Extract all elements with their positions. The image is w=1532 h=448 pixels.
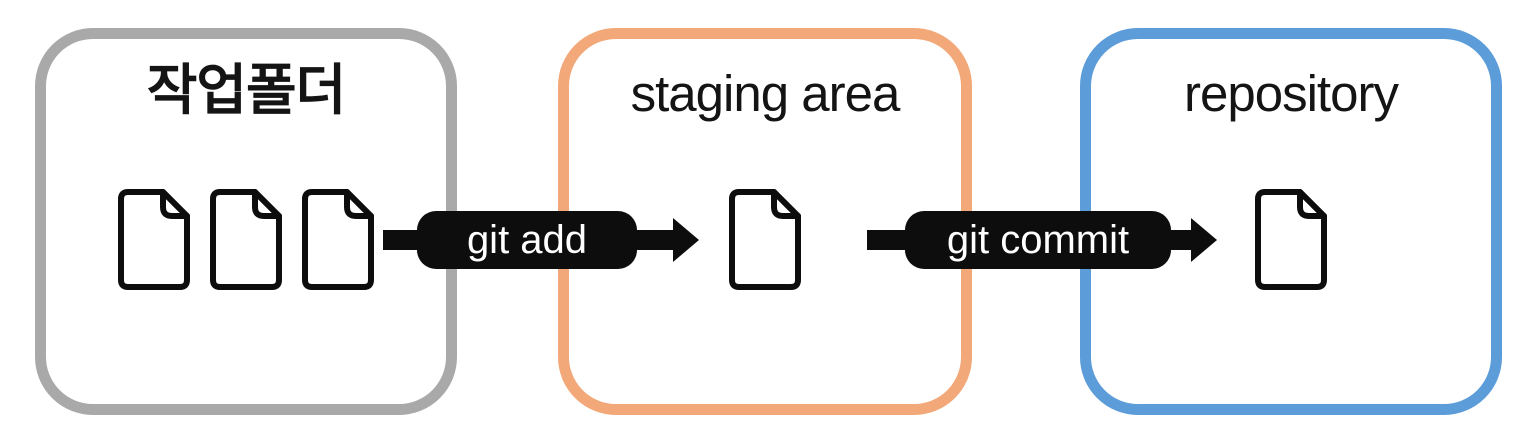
repository-title: repository [1184,65,1399,122]
git-commit-label: git commit [946,217,1130,262]
git-add-label: git add [466,217,588,262]
working-folder-title: 작업폴더 [146,59,346,121]
document-icon [729,189,801,290]
git-add-pill: git add [417,211,637,269]
working-folder-documents [46,188,446,291]
repository-documents [1091,188,1491,291]
staging-area-title: staging area [630,65,901,122]
git-commit-arrow: git commit [867,205,1217,275]
document-icon [1255,189,1327,290]
right-arrow-icon [673,218,699,262]
working-folder-box: 작업폴더 [35,28,457,415]
document-icon [302,189,374,290]
document-icon [210,189,282,290]
git-add-arrow: git add [383,205,699,275]
document-icon [118,189,190,290]
git-commit-pill: git commit [905,211,1171,269]
right-arrow-icon [1191,218,1217,262]
staging-area-documents [569,188,961,291]
